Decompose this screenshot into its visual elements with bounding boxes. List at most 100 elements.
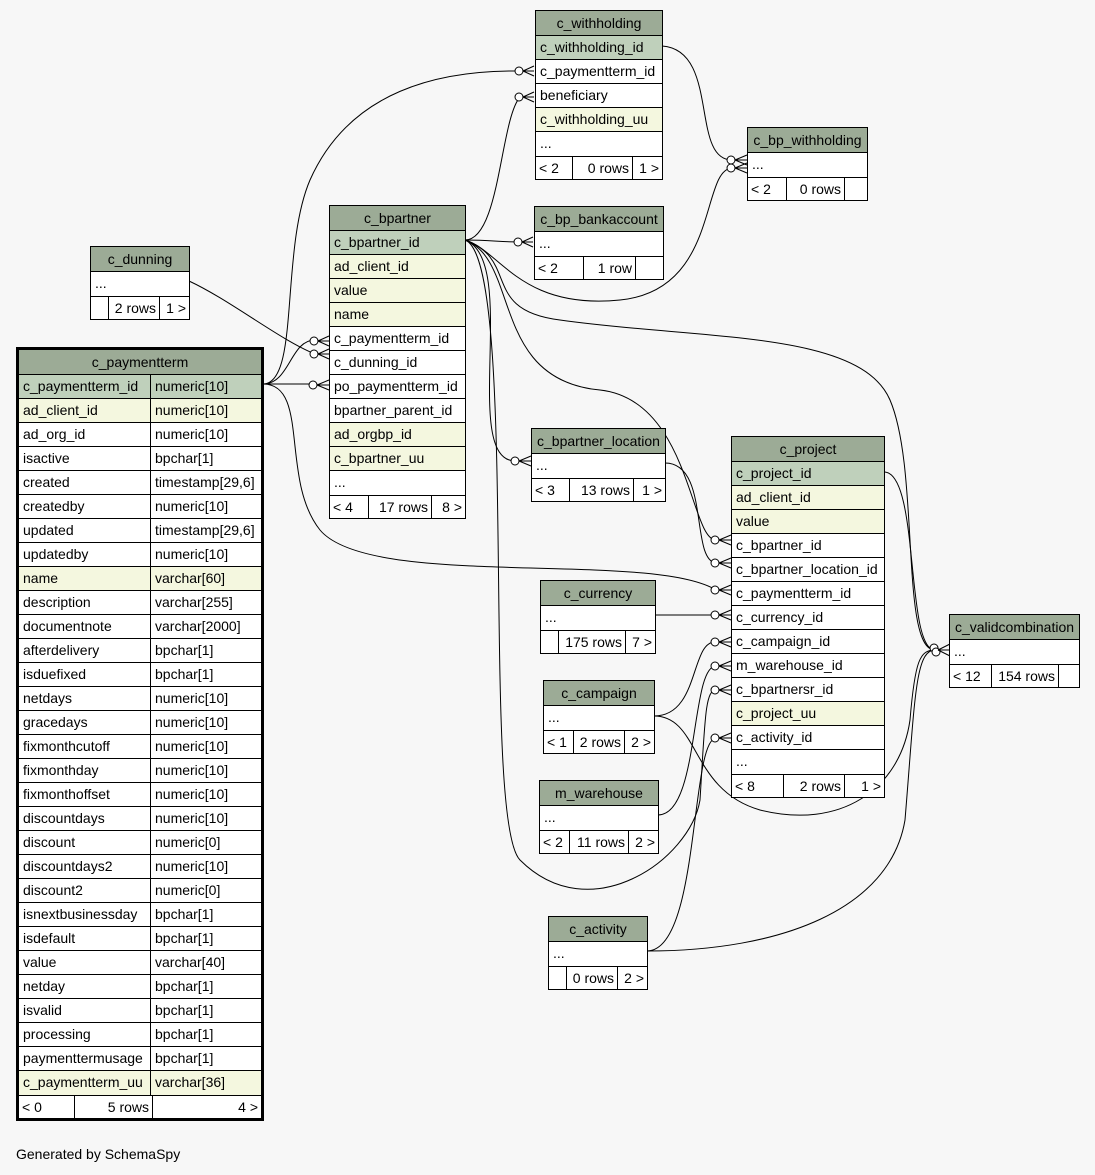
column-row[interactable]: value: [732, 510, 884, 534]
column-row[interactable]: c_activity_id: [732, 726, 884, 750]
parents-link[interactable]: [541, 631, 558, 653]
children-link[interactable]: 1 >: [844, 775, 884, 797]
column-row[interactable]: value: [330, 279, 465, 303]
table-c-dunning[interactable]: c_dunning ... 2 rows 1 >: [90, 246, 190, 320]
table-c-validcombination[interactable]: c_validcombination ... < 12 154 rows: [949, 614, 1080, 688]
column-row[interactable]: ...: [544, 706, 654, 730]
table-c-campaign[interactable]: c_campaign ... < 1 2 rows 2 >: [543, 680, 655, 754]
column-row[interactable]: ad_client_id: [732, 486, 884, 510]
column-row[interactable]: ad_orgbp_id: [330, 423, 465, 447]
children-link[interactable]: [1058, 665, 1079, 687]
column-row[interactable]: ...: [532, 454, 665, 478]
children-link[interactable]: 4 >: [152, 1096, 261, 1118]
parents-link[interactable]: [549, 967, 566, 989]
parents-link[interactable]: < 4: [333, 499, 353, 515]
column-row[interactable]: ad_client_id: [330, 255, 465, 279]
column-row[interactable]: ...: [536, 132, 662, 156]
children-link[interactable]: 1 >: [632, 157, 662, 179]
column-row[interactable]: ...: [91, 272, 189, 296]
column-row[interactable]: c_bpartner_location_id: [732, 558, 884, 582]
children-link[interactable]: [844, 178, 867, 200]
column-row[interactable]: ...: [549, 942, 647, 966]
children-link[interactable]: 1 >: [633, 479, 665, 501]
column-row[interactable]: c_campaign_id: [732, 630, 884, 654]
column-row[interactable]: bpartner_parent_id: [330, 399, 465, 423]
column-row[interactable]: c_bpartner_id: [732, 534, 884, 558]
children-link[interactable]: 1 >: [159, 297, 189, 319]
children-link[interactable]: 2 >: [628, 831, 658, 853]
column-row[interactable]: c_paymentterm_id: [536, 60, 662, 84]
children-link[interactable]: 2 >: [624, 731, 654, 753]
table-c-activity[interactable]: c_activity ... 0 rows 2 >: [548, 916, 648, 990]
column-row[interactable]: ...: [732, 750, 884, 774]
column-row[interactable]: c_paymentterm_id: [732, 582, 884, 606]
children-link[interactable]: [635, 257, 663, 279]
parents-link[interactable]: < 0: [22, 1099, 42, 1115]
column-row[interactable]: beneficiary: [536, 84, 662, 108]
column-row[interactable]: c_withholding_id: [536, 36, 662, 60]
children-link[interactable]: 2 >: [617, 967, 647, 989]
column-row[interactable]: c_project_uu: [732, 702, 884, 726]
column-row[interactable]: c_bpartnersr_id: [732, 678, 884, 702]
column-row[interactable]: m_warehouse_id: [732, 654, 884, 678]
column-row[interactable]: ...: [535, 232, 663, 256]
parents-link[interactable]: < 2: [543, 834, 563, 850]
parents-link[interactable]: < 2: [538, 260, 558, 276]
table-c-bp-bankaccount[interactable]: c_bp_bankaccount ... < 2 1 row: [534, 206, 664, 280]
children-link[interactable]: 8 >: [431, 496, 465, 518]
column-row[interactable]: c_bpartner_id: [330, 231, 465, 255]
table-c-bp-withholding[interactable]: c_bp_withholding ... < 2 0 rows: [747, 127, 868, 201]
column-row[interactable]: c_withholding_uu: [536, 108, 662, 132]
column-row[interactable]: c_dunning_id: [330, 351, 465, 375]
column-row[interactable]: c_project_id: [732, 462, 884, 486]
parents-link[interactable]: < 8: [735, 778, 755, 794]
parents-link[interactable]: < 12: [953, 668, 981, 684]
parents-link[interactable]: < 2: [751, 181, 771, 197]
parents-link[interactable]: < 3: [535, 482, 555, 498]
column-row[interactable]: ...: [748, 153, 867, 177]
column-row[interactable]: c_paymentterm_id: [330, 327, 465, 351]
table-m-warehouse[interactable]: m_warehouse ... < 2 11 rows 2 >: [539, 780, 659, 854]
column-row[interactable]: ...: [541, 606, 655, 630]
column-row[interactable]: name: [330, 303, 465, 327]
column-row[interactable]: ...: [330, 471, 465, 495]
parents-link[interactable]: [91, 297, 108, 319]
column-row[interactable]: ...: [540, 806, 658, 830]
table-c-bpartner-location[interactable]: c_bpartner_location ... < 3 13 rows 1 >: [531, 428, 666, 502]
column-row[interactable]: po_paymentterm_id: [330, 375, 465, 399]
children-link[interactable]: 7 >: [625, 631, 655, 653]
column-row[interactable]: ...: [950, 640, 1079, 664]
table-c-currency[interactable]: c_currency ... 175 rows 7 >: [540, 580, 656, 654]
parents-link[interactable]: < 1: [547, 734, 567, 750]
